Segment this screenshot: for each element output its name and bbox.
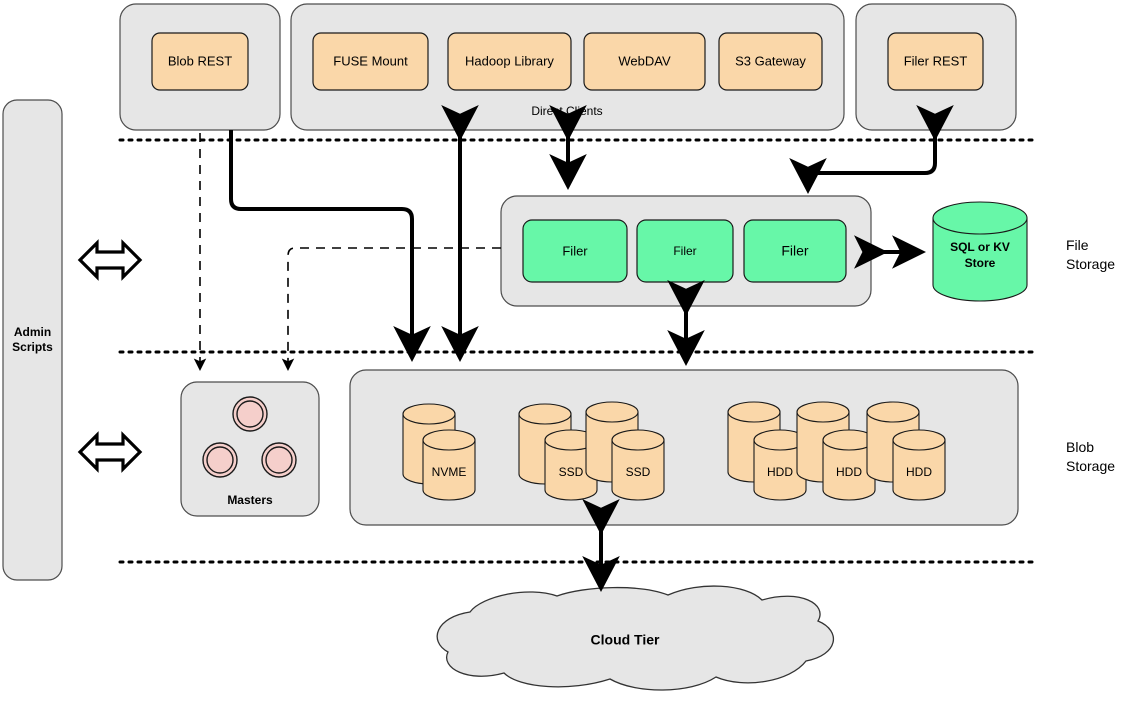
blob-storage-label-line1: Blob (1066, 439, 1094, 455)
cloud-tier-label: Cloud Tier (591, 632, 661, 648)
disk-label-ssd-1: SSD (559, 465, 584, 479)
client-box-s3-gateway[interactable] (718, 32, 823, 91)
client-box-webdav[interactable] (583, 32, 706, 91)
sql-or-kv-store-label-line1: SQL or KV (950, 240, 1010, 254)
master-node-3[interactable] (261, 442, 297, 478)
admin-to-filer-arrow (77, 239, 143, 281)
admin-scripts-label-line1: Admin (14, 325, 51, 339)
file-storage-label-line1: File (1066, 237, 1089, 253)
filer-node-1-label: Filer (562, 243, 588, 258)
client-label-fuse-mount: FUSE Mount (333, 53, 408, 68)
admin-to-masters-arrow (77, 431, 143, 473)
disk-label-nvme: NVME (432, 465, 467, 479)
layer-label-blob-storage: Blob Storage (1066, 439, 1115, 474)
disk-label-hdd-1: HDD (767, 465, 793, 479)
client-label-blob-rest: Blob REST (168, 53, 232, 68)
admin-scripts-label-line2: Scripts (12, 340, 53, 354)
client-label-webdav: WebDAV (618, 53, 671, 68)
blob-rest-group: Blob REST (119, 3, 281, 131)
disk-group-ssd-1[interactable]: SSD (518, 403, 598, 501)
cloud-tier[interactable]: Cloud Tier (436, 585, 835, 691)
filer-node-2-label: Filer (673, 244, 696, 258)
masters-group: Masters (180, 381, 320, 517)
disk-group-nvme[interactable]: NVME (402, 403, 476, 501)
client-box-fuse-mount[interactable] (312, 32, 429, 91)
disk-label-hdd-3: HDD (906, 465, 932, 479)
admin-scripts-panel: Admin Scripts (2, 99, 63, 581)
master-node-1[interactable] (232, 396, 268, 432)
blob-storage-label-line2: Storage (1066, 458, 1115, 474)
client-box-blob-rest[interactable] (151, 32, 249, 91)
sql-or-kv-store-cylinder[interactable]: SQL or KV Store (932, 201, 1028, 302)
filer-node-3[interactable] (743, 219, 847, 283)
connector-filer-to-masters (281, 247, 501, 371)
direct-clients-group: FUSE Mount Hadoop Library WebDAV S3 Gate… (290, 3, 845, 131)
connector-filer-rest-to-filer (789, 104, 954, 194)
client-box-hadoop-library[interactable] (447, 32, 572, 91)
client-label-filer-rest: Filer REST (904, 53, 968, 68)
disk-group-hdd-2[interactable]: HDD (796, 401, 876, 501)
disk-group-ssd-2[interactable]: SSD (585, 401, 665, 501)
sql-or-kv-store-label-line2: Store (965, 256, 996, 270)
disk-label-hdd-2: HDD (836, 465, 862, 479)
layer-label-file-storage: File Storage (1066, 237, 1115, 272)
disk-label-ssd-2: SSD (626, 465, 651, 479)
filer-rest-group: Filer REST (855, 3, 1017, 131)
disk-group-hdd-1[interactable]: HDD (727, 401, 807, 501)
filer-node-3-label: Filer (781, 243, 809, 259)
connector-blob-rest-to-volumes (229, 130, 431, 362)
direct-clients-caption: Direct Clients (531, 104, 602, 118)
filer-node-1[interactable] (522, 219, 628, 283)
disk-group-hdd-3[interactable]: HDD (866, 401, 946, 501)
filer-cluster-group: Filer Filer Filer (500, 195, 872, 307)
client-label-s3-gateway: S3 Gateway (735, 53, 806, 68)
volume-servers-group: NVME SSD SSD HDD (349, 369, 1019, 526)
master-node-2[interactable] (202, 442, 238, 478)
file-storage-label-line2: Storage (1066, 256, 1115, 272)
client-label-hadoop-library: Hadoop Library (465, 53, 554, 68)
client-box-filer-rest[interactable] (887, 32, 984, 91)
masters-label: Masters (227, 493, 273, 507)
